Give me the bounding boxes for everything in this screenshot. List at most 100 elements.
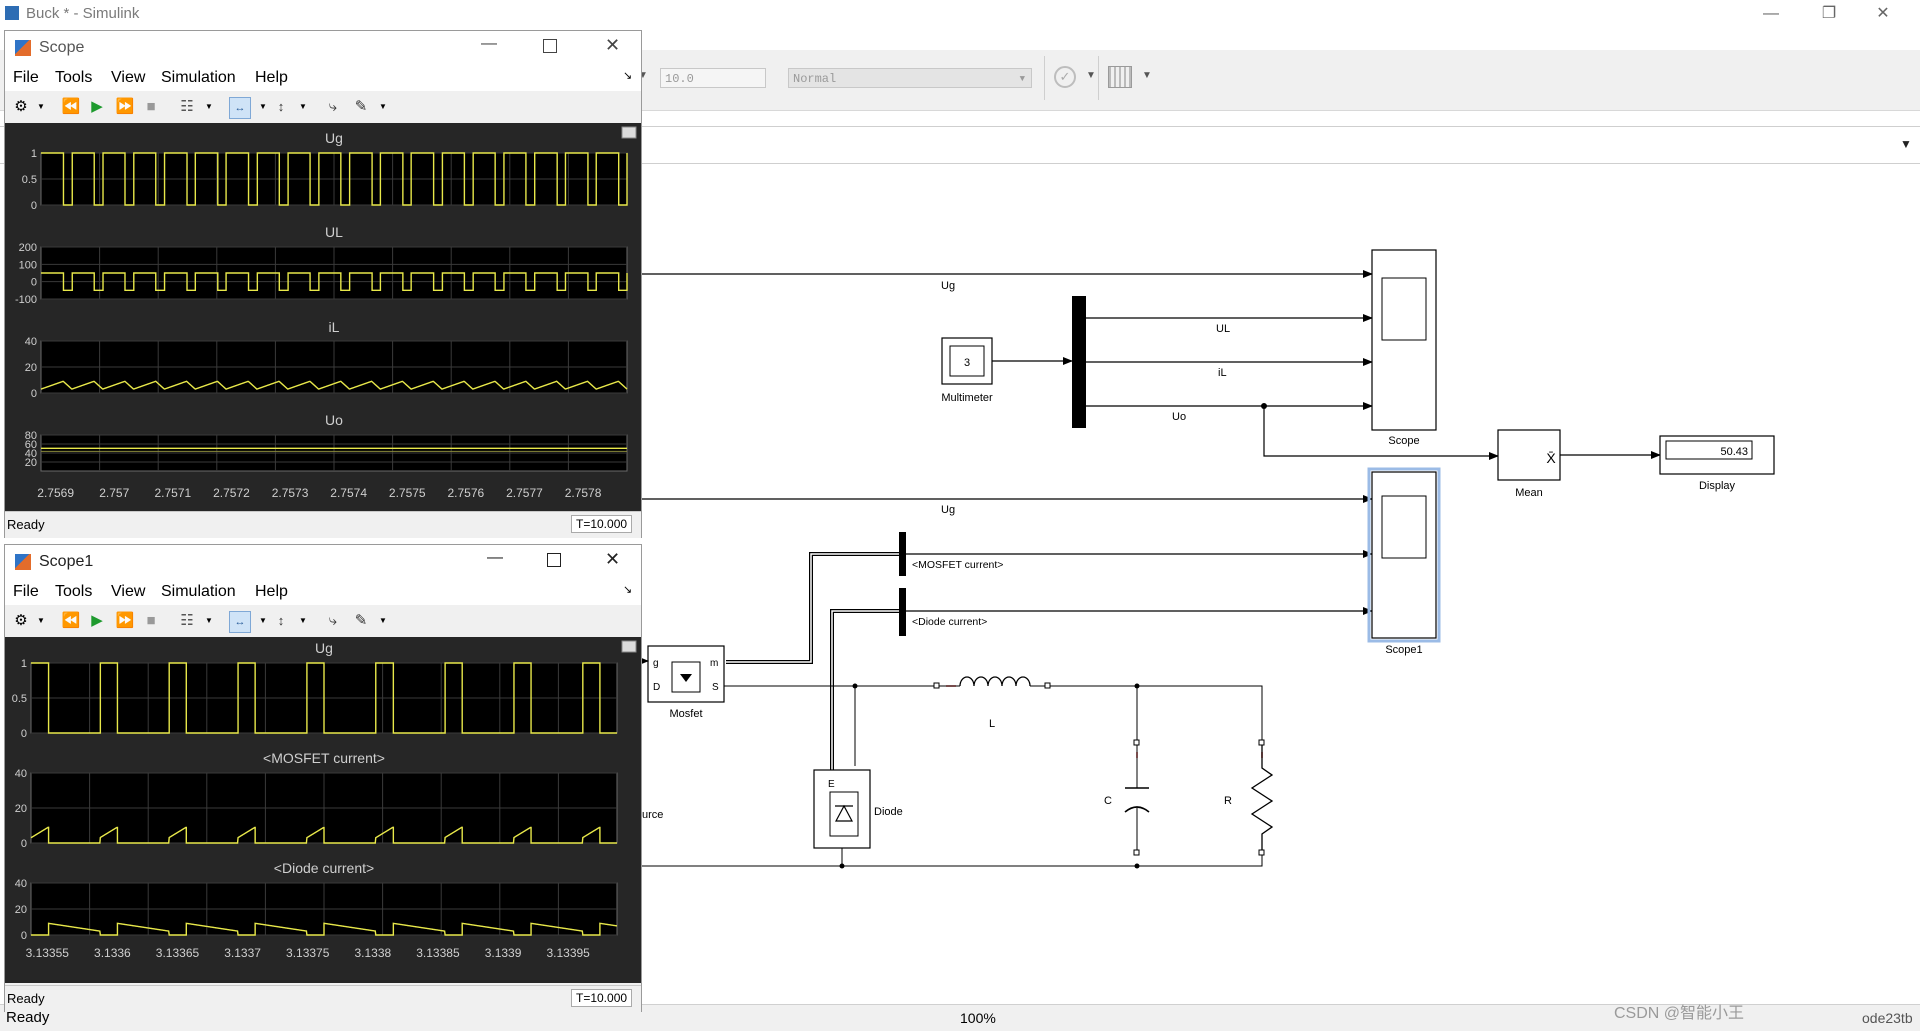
solver-name: ode23tb: [1862, 1010, 1913, 1026]
chevron-down-icon[interactable]: ▼: [299, 102, 307, 111]
bus-selector-mosfet[interactable]: [899, 532, 906, 576]
measurement-bus-diode[interactable]: [830, 609, 899, 770]
x-tick-label: 2.7571: [154, 486, 191, 500]
menu-view[interactable]: View: [111, 69, 146, 86]
y-tick-label: 0: [21, 930, 27, 942]
diode-block[interactable]: [813, 769, 871, 849]
menu-file[interactable]: File: [13, 583, 39, 600]
step-forward-icon[interactable]: ⏩: [115, 98, 135, 115]
close-button[interactable]: ✕: [605, 549, 621, 569]
scope-title: Scope: [39, 39, 85, 56]
close-button[interactable]: ✕: [1876, 5, 1890, 22]
menu-file[interactable]: File: [13, 69, 39, 86]
run-icon[interactable]: ▶: [91, 612, 103, 629]
stop-icon[interactable]: ■: [146, 98, 156, 115]
triggers-icon[interactable]: ⤷: [328, 612, 338, 629]
triggers-icon[interactable]: ⤷: [328, 98, 338, 115]
scope-block-screen: [1381, 277, 1427, 341]
chevron-down-icon[interactable]: ▼: [259, 102, 267, 111]
menu-help[interactable]: Help: [255, 69, 288, 86]
settings-icon[interactable]: ⚙: [14, 612, 28, 629]
scope-window: Scope — ✕ File Tools View Simulation Hel…: [4, 30, 642, 538]
simulation-mode-select[interactable]: Normal ▼: [788, 68, 1032, 88]
display-label: Display: [1699, 480, 1736, 492]
undock-icon[interactable]: ↘: [623, 584, 633, 596]
measurements-icon[interactable]: ✎: [354, 98, 368, 115]
scope-status-bar: Ready T=10.000: [5, 511, 641, 538]
model-advisor-icon[interactable]: ✓: [1054, 66, 1076, 88]
main-title-bar: Buck * - Simulink — ❐ ✕: [0, 0, 1920, 28]
step-forward-icon[interactable]: ⏩: [115, 612, 135, 629]
plot-title: UL: [325, 224, 343, 240]
plot-title: iL: [329, 319, 340, 335]
chevron-down-icon[interactable]: ▼: [37, 616, 45, 625]
minimize-button[interactable]: —: [487, 549, 503, 566]
stop-time-field[interactable]: 10.0: [660, 68, 766, 88]
zoom-x-icon[interactable]: ↔: [229, 611, 251, 633]
signal-line-uo-mean[interactable]: [1263, 406, 1499, 460]
scale-axes-icon[interactable]: ↕: [277, 99, 285, 114]
multimeter-value: 3: [964, 357, 970, 369]
plot-title: Ug: [315, 640, 333, 656]
menu-tools[interactable]: Tools: [55, 583, 93, 600]
chevron-down-icon[interactable]: ▼: [205, 102, 213, 111]
stop-icon[interactable]: ■: [146, 612, 156, 629]
chevron-down-icon[interactable]: ▼: [299, 616, 307, 625]
x-tick-label: 2.7576: [447, 486, 484, 500]
y-tick-label: 0: [21, 838, 27, 850]
menu-view[interactable]: View: [111, 583, 146, 600]
chevron-down-icon[interactable]: ▼: [37, 102, 45, 111]
maximize-button[interactable]: [543, 39, 557, 53]
chevron-down-icon[interactable]: ▼: [638, 70, 648, 81]
chevron-down-icon[interactable]: ▼: [205, 616, 213, 625]
scale-axes-icon[interactable]: ↕: [277, 613, 285, 628]
power-line-bottom[interactable]: [640, 855, 1263, 867]
inductor-symbol[interactable]: [959, 676, 1031, 687]
chevron-down-icon[interactable]: ▼: [379, 616, 387, 625]
y-tick-label: 0.5: [12, 693, 27, 705]
resistor-symbol[interactable]: [1250, 745, 1274, 850]
step-back-icon[interactable]: ⏪: [61, 98, 81, 115]
signal-label-uo: Uo: [1172, 411, 1186, 423]
chevron-down-icon[interactable]: ▼: [379, 102, 387, 111]
restore-button[interactable]: ❐: [1821, 5, 1837, 22]
signal-label-ug: Ug: [941, 280, 955, 292]
highlight-block-icon[interactable]: ☷: [180, 612, 194, 629]
measurements-icon[interactable]: ✎: [354, 612, 368, 629]
close-button[interactable]: ✕: [605, 35, 621, 55]
minimize-button[interactable]: —: [481, 35, 497, 52]
chevron-down-icon[interactable]: ▼: [1142, 70, 1152, 81]
bus-selector-diode[interactable]: [899, 588, 906, 636]
measurement-bus-mosfet[interactable]: [726, 552, 899, 664]
power-line-output[interactable]: [1050, 685, 1263, 740]
scope-plots: Ug10.50UL2001000-100iL40200Uo806040202.7…: [15, 126, 637, 500]
menu-tools[interactable]: Tools: [55, 69, 93, 86]
chevron-down-icon[interactable]: ▼: [1900, 137, 1912, 151]
scope-title-bar: Scope — ✕: [5, 31, 641, 65]
menu-simulation[interactable]: Simulation: [161, 69, 236, 86]
maximize-button[interactable]: [547, 553, 561, 567]
chevron-down-icon[interactable]: ▼: [1086, 70, 1096, 81]
scope-status-text: Ready: [7, 517, 45, 532]
menu-simulation[interactable]: Simulation: [161, 583, 236, 600]
y-tick-label: 1: [31, 148, 37, 160]
settings-icon[interactable]: ⚙: [14, 98, 28, 115]
menu-help[interactable]: Help: [255, 583, 288, 600]
step-back-icon[interactable]: ⏪: [61, 612, 81, 629]
zoom-x-icon[interactable]: ↔: [229, 97, 251, 119]
plot-title: <Diode current>: [274, 860, 374, 876]
highlight-block-icon[interactable]: ☷: [180, 98, 194, 115]
y-tick-label: 0: [31, 388, 37, 400]
chevron-down-icon[interactable]: ▼: [259, 616, 267, 625]
build-icon[interactable]: [1108, 66, 1132, 88]
demux-block[interactable]: [1072, 296, 1086, 428]
multimeter-display: [949, 345, 985, 377]
scope1-title: Scope1: [39, 553, 94, 570]
undock-icon[interactable]: ↘: [623, 70, 633, 82]
scope1-status-bar: Ready T=10.000: [5, 985, 641, 1012]
minimize-button[interactable]: —: [1763, 5, 1779, 22]
mean-block[interactable]: [1497, 429, 1561, 481]
run-icon[interactable]: ▶: [91, 98, 103, 115]
